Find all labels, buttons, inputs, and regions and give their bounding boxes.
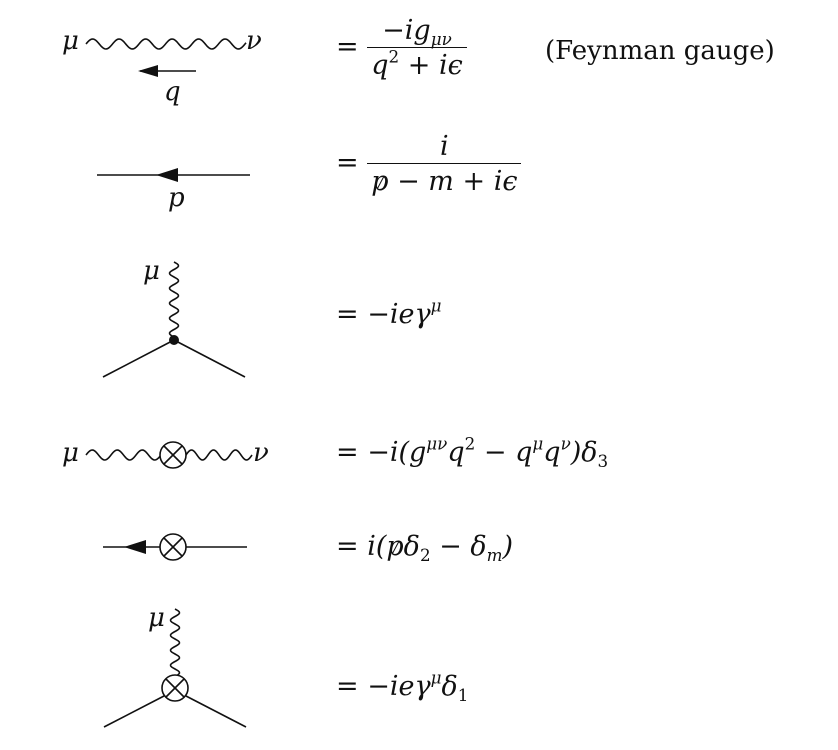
- vct-sup-a: μ: [430, 667, 442, 688]
- fct-part-a: = i(: [336, 531, 387, 562]
- vertex-ct-left-fermion-line: [103, 695, 165, 728]
- photon-ct-left-index-label: μ: [62, 438, 79, 468]
- vertex-counterterm-diagram: μ: [103, 603, 247, 728]
- vertex-right-fermion-line: [173, 339, 246, 378]
- ct-sup-a: μν: [426, 433, 448, 454]
- fct-slashed-momentum: p: [386, 531, 404, 562]
- photon-left-index-label: μ: [62, 26, 79, 56]
- fermion-ct-arrowhead: [124, 540, 146, 554]
- ct-sup-c: μ: [532, 433, 544, 454]
- fraction-numerator: −igμν: [367, 17, 467, 48]
- ct-sup-b: 2: [464, 433, 476, 454]
- gauge-note: (Feynman gauge): [545, 36, 775, 66]
- denominator-rest: − m + iϵ: [388, 166, 518, 197]
- fraction-denominator: p − m + iϵ: [367, 164, 521, 195]
- photon-right-index-label: ν: [246, 26, 262, 56]
- numerator-text: i: [440, 131, 449, 162]
- denominator-text: q: [371, 50, 389, 81]
- fct-part-b: δ: [403, 531, 420, 562]
- vertex-ct-index-label: μ: [148, 603, 165, 633]
- photon-propagator-diagram: μ ν q: [62, 26, 262, 107]
- vertex-ct-right-fermion-line: [185, 695, 247, 728]
- vct-sub-b: 1: [457, 684, 469, 705]
- photon-ct-right-index-label: ν: [253, 438, 269, 468]
- counterterm-cross-icon: [159, 533, 187, 561]
- fct-part-d: ): [502, 531, 514, 562]
- vertex-index-label: μ: [143, 256, 160, 286]
- vertex-dot: [169, 335, 179, 345]
- ct-part-c: − q: [475, 437, 533, 468]
- vertex-photon-wavy-line: [168, 261, 180, 337]
- ct-part-b: q: [447, 437, 465, 468]
- fermion-propagator-diagram: p: [97, 168, 250, 213]
- propagator-fraction: i p − m + iϵ: [367, 131, 522, 195]
- ct-part-d: q: [543, 437, 561, 468]
- fermion-counterterm-equation: = i(pδ2 − δm): [336, 531, 514, 563]
- equals-sign: =: [336, 147, 359, 179]
- fermion-momentum-label: p: [168, 183, 185, 213]
- vertex-counterterm-equation: = −ieγμδ1: [336, 669, 468, 703]
- photon-ct-left-wavy-line: [85, 449, 161, 461]
- photon-counterterm-equation: = −i(gμνq2 − qμqν)δ3: [336, 435, 608, 469]
- fct-part-c: − δ: [430, 531, 487, 562]
- vertex-ct-photon-wavy-line: [169, 608, 181, 676]
- ct-sup-d: ν: [560, 433, 571, 454]
- vertex-equation: = −ieγμ: [336, 297, 441, 330]
- denominator-superscript: 2: [388, 46, 400, 67]
- vct-part-b: δ: [441, 671, 458, 702]
- fraction-denominator: q2 + iϵ: [367, 48, 467, 79]
- fct-sub-c: m: [486, 544, 503, 565]
- slashed-momentum: p: [371, 166, 389, 197]
- fraction-numerator: i: [367, 131, 522, 164]
- photon-wavy-line: [85, 38, 247, 50]
- photon-counterterm-diagram: μ ν: [62, 438, 269, 469]
- ct-sub-e: 3: [597, 450, 609, 471]
- vertex-left-fermion-line: [102, 339, 175, 378]
- vertex-diagram: μ: [102, 256, 246, 378]
- vertex-factor-text: = −ieγ: [336, 299, 431, 330]
- numerator-subscript: μν: [430, 28, 452, 49]
- numerator-text: −ig: [382, 15, 431, 46]
- momentum-arrowhead: [138, 65, 158, 77]
- denominator-rest: + iϵ: [399, 50, 463, 81]
- photon-ct-right-wavy-line: [185, 449, 253, 461]
- counterterm-cross-icon: [161, 674, 189, 702]
- photon-momentum-label: q: [164, 77, 181, 107]
- fct-sub-b: 2: [419, 544, 431, 565]
- photon-propagator-equation: = −igμν q2 + iϵ: [336, 17, 467, 79]
- fermion-propagator-equation: = i p − m + iϵ: [336, 131, 522, 195]
- ct-part-e: )δ: [570, 437, 598, 468]
- fermion-arrowhead: [156, 168, 178, 182]
- vct-part-a: = −ieγ: [336, 671, 431, 702]
- fermion-counterterm-diagram: [103, 533, 247, 561]
- counterterm-cross-icon: [159, 441, 187, 469]
- ct-part-a: = −i(g: [336, 437, 427, 468]
- equals-sign: =: [336, 31, 359, 63]
- vertex-superscript: μ: [430, 295, 442, 316]
- propagator-fraction: −igμν q2 + iϵ: [367, 17, 467, 79]
